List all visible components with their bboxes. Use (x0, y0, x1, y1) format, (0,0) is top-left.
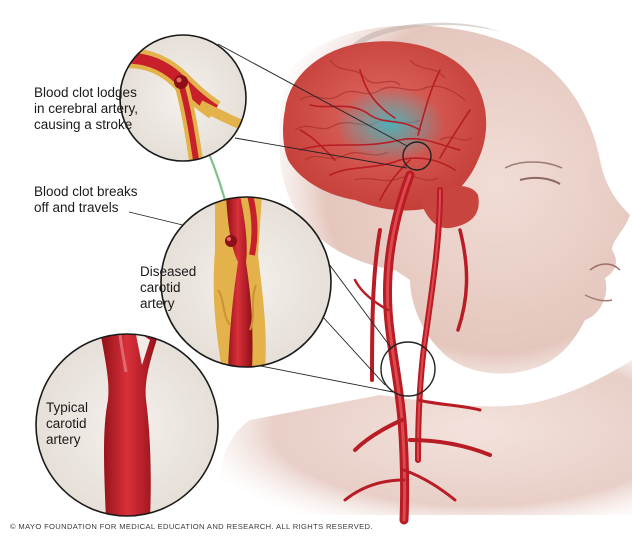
inset-typical-carotid (35, 333, 219, 517)
arteries (299, 69, 492, 525)
carotid-site-ring (380, 341, 436, 397)
copyright-notice: © MAYO FOUNDATION FOR MEDICAL EDUCATION … (10, 522, 373, 531)
inset-diseased-carotid (160, 196, 332, 368)
traveling-clot (225, 235, 237, 247)
ischemic-area (335, 87, 445, 163)
inset-cerebral-artery (119, 34, 247, 162)
clot-site-ring (402, 141, 432, 171)
brain (283, 41, 487, 229)
lodged-clot (174, 75, 188, 89)
